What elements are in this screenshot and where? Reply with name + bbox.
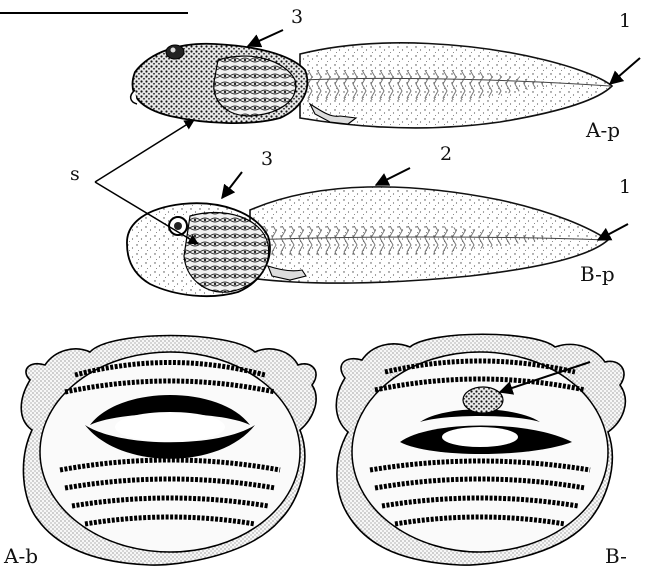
- oral-disc-b-mouth: [442, 427, 518, 447]
- callout-label-upper-1: 1: [619, 12, 631, 31]
- panel-label-b-b: B-: [605, 546, 627, 566]
- tadpole-b-lateral: [127, 187, 608, 296]
- oral-disc-b-lesion: [463, 387, 503, 413]
- oral-disc-a: [21, 336, 316, 566]
- arrow-upper-1: [610, 58, 640, 84]
- callout-label-lower-3: 3: [261, 150, 273, 169]
- tadpole-b-gut: [184, 212, 269, 292]
- panel-label-b-p: B-p: [580, 264, 615, 284]
- arrow-upper-3: [248, 30, 283, 46]
- arrow-lower-1: [598, 224, 628, 240]
- oral-disc-b: [336, 334, 625, 565]
- tadpole-a-eye: [166, 45, 184, 59]
- panel-label-a-b: A-b: [4, 546, 38, 566]
- panel-label-a-p: A-p: [586, 120, 620, 140]
- callout-label-lower-2: 2: [440, 145, 452, 164]
- callout-label-upper-3: 3: [291, 8, 303, 27]
- arrow-lower-2: [376, 168, 410, 185]
- callout-label-lower-1: 1: [619, 178, 631, 197]
- oral-disc-a-mouth: [115, 412, 225, 442]
- tadpole-a-lateral: [131, 43, 612, 128]
- callout-label-spiracle: s: [70, 165, 80, 184]
- arrow-lower-3: [222, 172, 242, 198]
